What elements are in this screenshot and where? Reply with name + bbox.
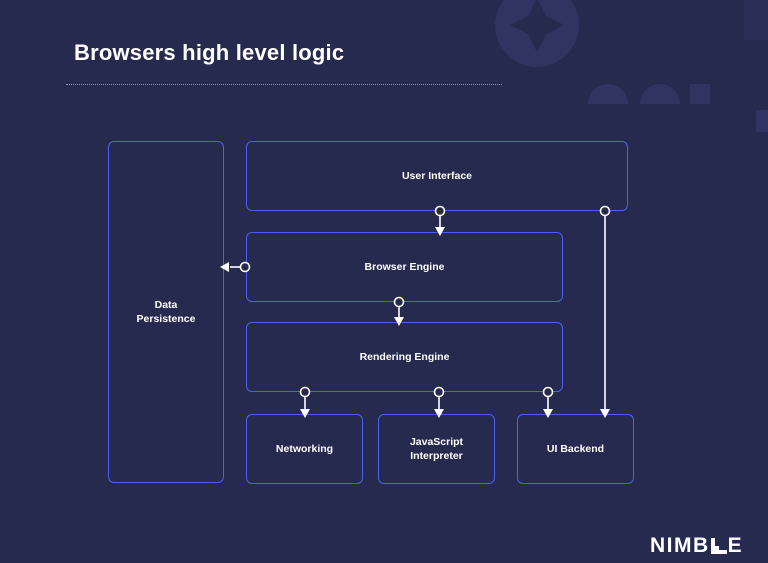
- page-title: Browsers high level logic: [74, 40, 345, 65]
- deco-half-circle: [640, 84, 680, 104]
- javascript-interpreter-box: JavaScript Interpreter: [378, 414, 495, 484]
- deco-square: [690, 84, 710, 104]
- arrowhead-icon: [394, 317, 404, 326]
- stairs-l-icon: [710, 538, 727, 554]
- ui-backend-label: UI Backend: [546, 443, 605, 455]
- browser-engine-box: Browser Engine: [246, 232, 563, 302]
- networking-label: Networking: [275, 443, 334, 455]
- javascript-interpreter-label: JavaScript Interpreter: [409, 436, 464, 462]
- data-persistence-box: Data Persistence: [108, 141, 224, 483]
- arrowhead-icon: [434, 409, 444, 418]
- data-persistence-label: Data Persistence: [136, 299, 196, 325]
- rendering-engine-label: Rendering Engine: [359, 351, 450, 363]
- deco-star-icon: [510, 0, 564, 52]
- title-divider: [66, 84, 502, 85]
- connector-start-icon: [599, 205, 611, 217]
- connector-start-icon: [239, 261, 251, 273]
- arrowhead-icon: [300, 409, 310, 418]
- arrowhead-icon: [543, 409, 553, 418]
- logo-text-end: E: [727, 534, 744, 557]
- browser-engine-label: Browser Engine: [364, 261, 445, 273]
- deco-half-circle: [588, 84, 628, 104]
- deco-bar: [744, 0, 768, 40]
- logo-text-start: NIMB: [650, 534, 710, 557]
- arrowhead-icon: [435, 227, 445, 236]
- arrowhead-icon: [600, 409, 610, 418]
- connector-start-icon: [434, 205, 446, 217]
- user-interface-box: User Interface: [246, 141, 628, 211]
- connector-start-icon: [542, 386, 554, 398]
- ui-backend-box: UI Backend: [517, 414, 634, 484]
- deco-bar: [756, 110, 768, 132]
- nimble-logo: NIMB E: [650, 535, 743, 557]
- user-interface-label: User Interface: [401, 170, 473, 182]
- networking-box: Networking: [246, 414, 363, 484]
- rendering-engine-box: Rendering Engine: [246, 322, 563, 392]
- connector-start-icon: [299, 386, 311, 398]
- connector-start-icon: [393, 296, 405, 308]
- arrowhead-icon: [220, 262, 229, 272]
- connector-start-icon: [433, 386, 445, 398]
